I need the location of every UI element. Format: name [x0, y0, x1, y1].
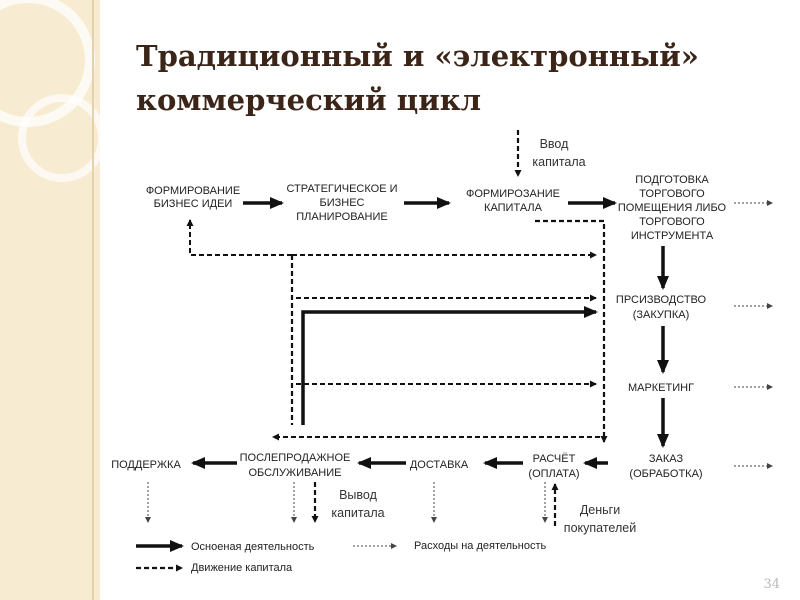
node-production-line: ПРСИЗВОДСТВО [616, 294, 707, 306]
node-strategic-planning-line: СТРАТЕГИЧЕСКОЕ И [286, 183, 397, 195]
node-after-sales: ПОСЛЕПРОДАЖНОЕ ОБСЛУЖИВАНИЕ [240, 452, 351, 479]
decorative-panel [0, 0, 106, 600]
node-business-idea: ФОРМИРОВАНИЕ БИЗНЕС ИДЕИ [146, 185, 240, 210]
node-strategic-planning: СТРАТЕГИЧЕСКОЕ И БИЗНЕС ПЛАНИРОВАНИЕ [286, 183, 397, 223]
node-delivery: ДОСТАВКА [410, 459, 469, 471]
node-after-sales-line: ПОСЛЕПРОДАЖНОЕ [240, 452, 351, 464]
node-capital-formation-line: ФОРМИРОЗАНИЕ [466, 188, 560, 200]
node-trade-preparation-line: ИНСТРУМЕНТА [631, 230, 714, 242]
node-marketing: МАРКЕТИНГ [628, 382, 694, 394]
node-order: ЗАКАЗ (ОБРАБОТКА) [629, 453, 702, 480]
node-order-line: (ОБРАБОТКА) [629, 468, 702, 480]
legend: Осноеная деятельность Расходы на деятель… [136, 540, 547, 574]
node-after-sales-line: ОБСЛУЖИВАНИЕ [249, 467, 342, 479]
node-strategic-planning-line: ПЛАНИРОВАНИЕ [296, 211, 387, 223]
node-production: ПРСИЗВОДСТВО (ЗАКУПКА) [616, 294, 707, 321]
capital-arrow-capital-to-payment [535, 219, 608, 443]
slide-title: Традиционный и «электронный» коммерчески… [136, 34, 699, 122]
label-capital-in: Ввод капитала [532, 137, 585, 169]
legend-costs-label: Расходы на деятельность [414, 540, 547, 552]
node-production-line: (ЗАКУПКА) [633, 309, 689, 321]
label-capital-in-line: Ввод [540, 137, 570, 151]
decorative-line [92, 0, 94, 600]
title-line-2: коммерческий цикл [136, 83, 482, 117]
main-arrow-loop-to-production [301, 306, 598, 425]
label-customer-money-line: Деньги [580, 503, 620, 517]
node-trade-preparation: ПОДГОТОВКА ТОРГОВОГО ПОМЕЩЕНИЯ ЛИБО ТОРГ… [618, 174, 727, 242]
page-number: 34 [763, 577, 780, 592]
node-business-idea-line: БИЗНЕС ИДЕИ [154, 198, 233, 210]
node-trade-preparation-line: ПОДГОТОВКА [635, 174, 709, 186]
node-capital-formation-line: КАПИТАЛА [484, 202, 543, 214]
label-capital-out: Вывод капитала [331, 488, 384, 520]
node-payment: РАСЧЁТ (ОПЛАТА) [528, 453, 579, 480]
node-trade-preparation-line: ПОМЕЩЕНИЯ ЛИБО [618, 202, 727, 214]
node-payment-line: (ОПЛАТА) [528, 468, 579, 480]
label-capital-out-line: капитала [331, 506, 384, 520]
label-capital-in-line: капитала [532, 155, 585, 169]
label-customer-money-line: покупателей [564, 521, 636, 535]
node-payment-line: РАСЧЁТ [533, 453, 576, 465]
node-strategic-planning-line: БИЗНЕС [320, 197, 365, 209]
title-line-1: Традиционный и «электронный» [136, 39, 699, 73]
capital-arrow-to-business-idea [186, 219, 292, 256]
label-customer-money: Деньги покупателей [564, 503, 636, 535]
legend-main-label: Осноеная деятельность [191, 541, 315, 553]
node-support: ПОДДЕРЖКА [111, 459, 181, 471]
node-trade-preparation-line: ТОРГОВОГО [639, 216, 705, 228]
node-trade-preparation-line: ТОРГОВОГО [639, 188, 705, 200]
label-capital-out-line: Вывод [339, 488, 377, 502]
node-capital-formation: ФОРМИРОЗАНИЕ КАПИТАЛА [466, 188, 560, 214]
node-business-idea-line: ФОРМИРОВАНИЕ [146, 185, 240, 197]
node-order-line: ЗАКАЗ [649, 453, 684, 465]
legend-capital-label: Движение капитала [191, 562, 293, 574]
